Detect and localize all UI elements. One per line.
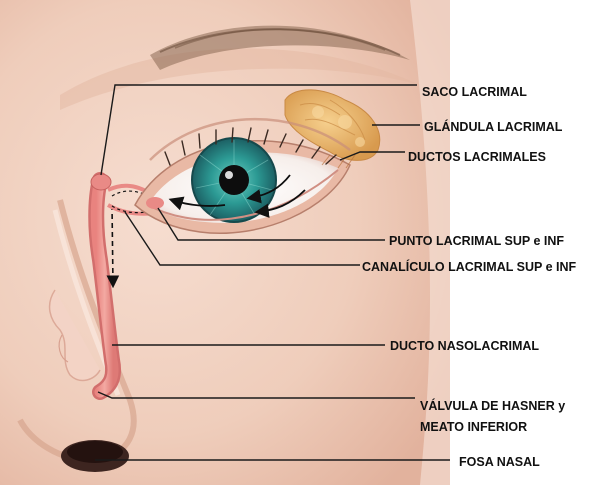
face-illustration <box>0 0 450 485</box>
label-punto-lacrimal: PUNTO LACRIMAL SUP e INF <box>389 234 564 248</box>
label-saco-lacrimal: SACO LACRIMAL <box>422 85 527 99</box>
label-valvula-hasner-line1: VÁLVULA DE HASNER y <box>420 398 565 413</box>
label-glandula-lacrimal: GLÁNDULA LACRIMAL <box>424 119 563 134</box>
label-valvula-hasner-line2: MEATO INFERIOR <box>420 420 527 434</box>
label-ducto-nasolacrimal: DUCTO NASOLACRIMAL <box>390 339 539 353</box>
label-canaliculo-lacrimal: CANALÍCULO LACRIMAL SUP e INF <box>362 259 576 274</box>
label-ductos-lacrimales: DUCTOS LACRIMALES <box>408 150 546 164</box>
label-fosa-nasal: FOSA NASAL <box>459 455 540 469</box>
